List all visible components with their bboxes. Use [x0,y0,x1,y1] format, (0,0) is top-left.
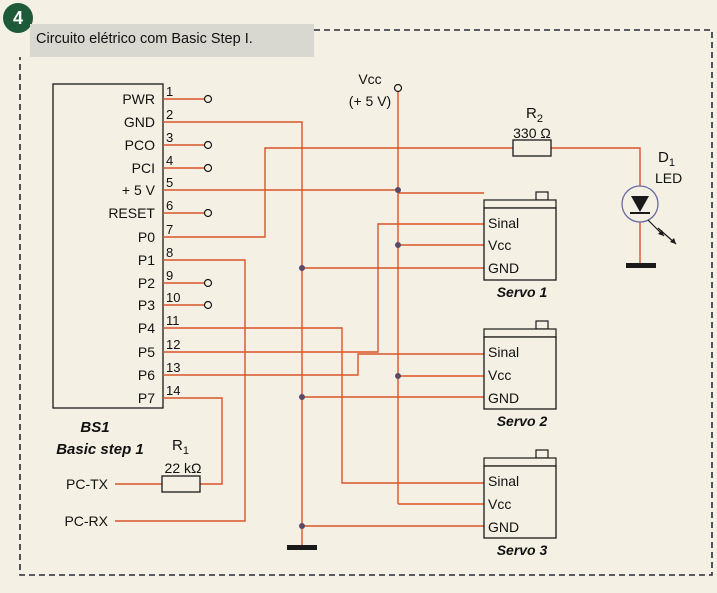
pin-label-p3: P3 [138,297,155,313]
junction-gnd-servo3 [299,523,305,529]
wire-p4-servo3 [163,327,484,484]
junction-vcc-servo1 [395,242,401,248]
pin-label-pci: PCI [132,160,155,176]
servo-3-vcc: Vcc [488,496,511,512]
servo-3-sinal: Sinal [488,473,519,489]
pin-number-10: 10 [166,290,180,305]
pc-rx-label: PC-RX [64,513,108,529]
servo-3-gnd: GND [488,519,519,535]
pin-number-13: 13 [166,360,180,375]
r2-value: 330 Ω [513,125,551,141]
pin-number-11: 11 [166,313,180,328]
figure-caption: Circuito elétrico com Basic Step I. [36,31,253,47]
main-ground-symbol [287,545,317,550]
pin-number-1: 1 [166,84,173,99]
servo-1-name: Servo 1 [497,284,548,300]
pin-number-14: 14 [166,383,180,398]
pin-label-p6: P6 [138,367,155,383]
pin-label-p0: P0 [138,229,155,245]
junction-gnd-servo2 [299,394,305,400]
figure-number-badge: 4 [3,3,33,33]
pin-label-p4: P4 [138,320,155,336]
terminal-p3 [203,300,213,310]
pin-number-9: 9 [166,268,173,283]
pin-number-3: 3 [166,130,173,145]
terminal-vcc [393,83,403,93]
bs1-chip-body [52,83,164,409]
wire-p1-rx [115,259,246,522]
chip-subtitle: Basic step 1 [56,441,144,458]
r1-name: R1 [172,437,189,457]
servo-1-vcc: Vcc [488,237,511,253]
wire-p0-led [163,147,513,238]
dashed-frame [19,29,713,576]
vcc-value: (+ 5 V) [349,93,391,109]
terminal-pci [203,163,213,173]
pin-label-p5: P5 [138,344,155,360]
pin-number-5: 5 [166,175,173,190]
r2-name: R2 [526,105,543,125]
pin-label-reset: RESET [108,205,155,221]
led-symbol [621,185,677,245]
wire-p6-servo2 [163,353,484,376]
pin-label-pco: PCO [125,137,155,153]
servo-1-gnd: GND [488,260,519,276]
servo-3 [483,449,557,539]
pin-label-p1: P1 [138,252,155,268]
servo-1 [483,191,557,281]
pc-tx-label: PC-TX [66,476,109,492]
pin-number-4: 4 [166,153,173,168]
servo-2 [483,320,557,410]
r1-value: 22 kΩ [165,460,202,476]
wire-p5-servo1 [163,223,484,353]
terminal-reset [203,208,213,218]
pin-label-5v: + 5 V [122,182,156,198]
junction-vcc-5v [395,187,401,193]
wire-r2-led [551,147,641,190]
pin-number-7: 7 [166,222,173,237]
terminal-pco [203,140,213,150]
servo-2-vcc: Vcc [488,367,511,383]
pin-number-12: 12 [166,337,180,352]
vcc-label: Vcc [358,71,381,87]
pin-label-pwr: PWR [122,91,155,107]
pin-number-6: 6 [166,198,173,213]
terminal-p2 [203,278,213,288]
chip-name: BS1 [80,419,109,436]
r2-resistor [512,139,552,157]
led-ground-symbol [626,263,656,268]
servo-1-sinal: Sinal [488,215,519,231]
led-name: D1 [658,149,675,169]
led-type: LED [655,170,682,186]
junction-vcc-servo2 [395,373,401,379]
pin-number-2: 2 [166,107,173,122]
pin-label-p7: P7 [138,390,155,406]
terminal-pwr [203,94,213,104]
pin-number-8: 8 [166,245,173,260]
junction-gnd-servo1 [299,265,305,271]
wire-p7-tx [163,397,223,485]
servo-2-gnd: GND [488,390,519,406]
wire-gnd-bus [163,121,303,548]
r1-resistor [161,475,201,493]
caption-bar [30,24,314,57]
pin-label-p2: P2 [138,275,155,291]
servo-3-name: Servo 3 [497,542,548,558]
servo-2-name: Servo 2 [497,413,548,429]
pin-label-gnd: GND [124,114,155,130]
servo-2-sinal: Sinal [488,344,519,360]
